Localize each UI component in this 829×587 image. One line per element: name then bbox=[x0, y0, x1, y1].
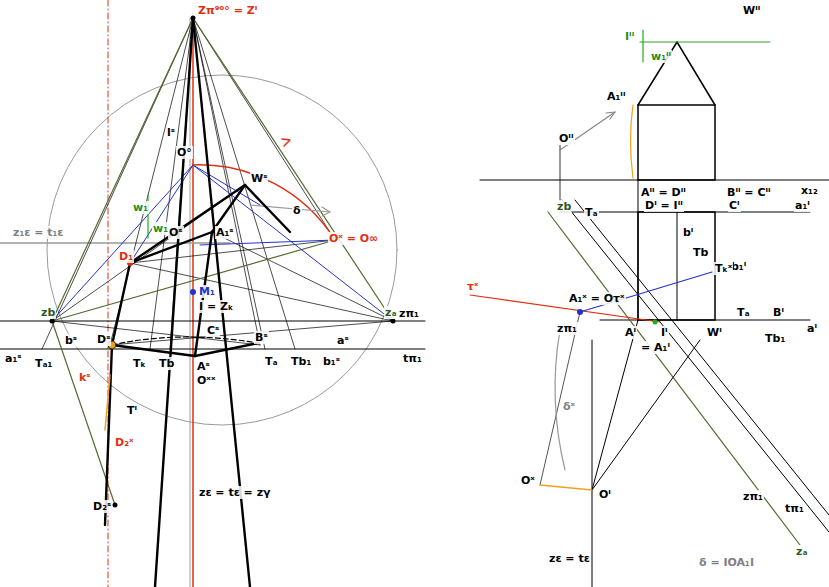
point-label: aˢ bbox=[336, 334, 350, 347]
point-label: Bˢ bbox=[254, 331, 269, 344]
point-label: b₁ˢ bbox=[322, 355, 341, 368]
point-label: Aᴵ bbox=[624, 326, 637, 339]
point-label: zₐ bbox=[384, 306, 397, 319]
point-label: Aᴵᴵ = Dᴵᴵ bbox=[640, 186, 687, 199]
point-label: bᴵ bbox=[682, 226, 694, 239]
point-label: zε = tε = zγ bbox=[198, 486, 272, 499]
point-label: tπ₁ bbox=[784, 502, 805, 515]
point-label: = A₁ᴵ bbox=[640, 341, 671, 354]
point-label: Oˣˣ bbox=[196, 374, 216, 387]
point-label: Wᴵᴵ bbox=[742, 4, 761, 17]
point-label: I = Zₖ bbox=[198, 300, 234, 313]
point-label: δˣ bbox=[562, 400, 576, 413]
point-label: Tb₁ bbox=[764, 332, 786, 345]
point-label: zπ₁ bbox=[742, 490, 764, 503]
point-label: zε = tε bbox=[548, 552, 591, 565]
point-label: Iᴵ bbox=[660, 326, 669, 339]
point-label: Oˢ bbox=[168, 226, 184, 239]
point-label: Tb bbox=[692, 246, 709, 259]
point-label: δ bbox=[292, 204, 302, 217]
point-label: Iᴵᴵ bbox=[624, 30, 635, 43]
point-label: zπ₁ bbox=[556, 322, 578, 335]
point-label: zₐ bbox=[795, 545, 808, 558]
point-label: Cˢ bbox=[206, 324, 220, 337]
point-label: w₁ᴵᴵ bbox=[650, 50, 672, 63]
point-label: Wˢ bbox=[250, 172, 268, 185]
point-label: z₁ε = t₁ε bbox=[12, 226, 64, 239]
point-label: A₁ˣ = Oτˣ bbox=[568, 292, 626, 305]
point-label: D₂ˣ bbox=[114, 436, 135, 449]
point-label: x₁₂ bbox=[800, 184, 819, 197]
point-label: Dᴵ = Iᴵᴵ bbox=[644, 199, 684, 212]
point-label: A₁ˢ bbox=[215, 226, 235, 239]
point-label: M₁ bbox=[198, 285, 216, 298]
point-label: bˢ bbox=[64, 334, 78, 347]
point-label: τˣ bbox=[466, 280, 480, 293]
point-label: Tb₁ bbox=[290, 355, 312, 368]
point-label: O° bbox=[176, 146, 193, 159]
point-label: Aˢ bbox=[196, 360, 211, 373]
point-label: a₁ˢ bbox=[4, 352, 22, 365]
point-label: Zπ⁹⁰° = Zᴵ bbox=[197, 4, 258, 17]
point-label: Tₖ bbox=[132, 357, 147, 370]
point-label: tπ₁ bbox=[402, 352, 423, 365]
point-label: w₁ bbox=[132, 201, 149, 214]
point-label: Oˣ = O∞ bbox=[328, 232, 379, 245]
point-label: Tₐ₁ bbox=[34, 357, 53, 370]
point-label: Tₖˣ bbox=[714, 262, 733, 275]
point-label: Bᴵᴵ = Cᴵᴵ bbox=[726, 186, 772, 199]
point-label: Tₐ bbox=[584, 206, 599, 219]
point-label: Tₐ bbox=[736, 306, 751, 319]
point-label: Oᴵᴵ bbox=[558, 132, 575, 145]
point-label: kˢ bbox=[78, 371, 92, 384]
point-label: w₁ bbox=[152, 222, 169, 235]
point-label: Cᴵ bbox=[728, 199, 741, 212]
point-label: zπ₁ bbox=[398, 307, 420, 320]
point-label: Tb bbox=[158, 357, 175, 370]
point-label: lˢ bbox=[166, 126, 176, 139]
point-label: zb bbox=[40, 306, 56, 319]
point-label: Bᴵ bbox=[772, 306, 785, 319]
point-label: D₂ˢ bbox=[92, 500, 112, 513]
point-label: A₁ᴵᴵ bbox=[606, 90, 627, 103]
point-label: Oᴵ bbox=[598, 488, 612, 501]
point-label: Dˢ bbox=[96, 333, 111, 346]
point-label: δ = IOA₁I bbox=[698, 556, 755, 569]
point-label: Tₐ bbox=[264, 355, 279, 368]
point-label: aᴵ bbox=[806, 322, 818, 335]
point-label: Wᴵ bbox=[706, 326, 723, 339]
point-label: a₁ᴵ bbox=[794, 199, 811, 212]
point-label: D₁ bbox=[118, 250, 134, 263]
point-label: Tᴵ bbox=[126, 404, 138, 417]
point-label: zb bbox=[556, 200, 572, 213]
point-label: Oˣ bbox=[520, 474, 536, 487]
